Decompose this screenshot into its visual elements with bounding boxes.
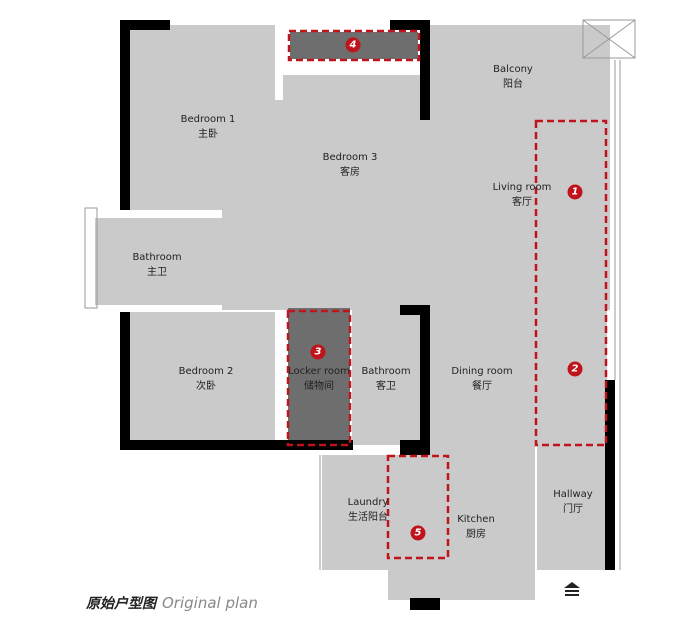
entrance-arrow-icon xyxy=(564,582,580,596)
markup-boxes xyxy=(286,29,608,560)
hallway-floor xyxy=(537,445,607,570)
plan-caption: 原始户型图 Original plan xyxy=(86,593,258,613)
bedroom-2-floor xyxy=(130,312,275,445)
marker-5: 5 xyxy=(410,525,426,541)
marker-3: 3 xyxy=(310,344,326,360)
main-bathroom-floor xyxy=(95,218,222,305)
locker-room-highlight xyxy=(288,308,350,445)
caption-en: Original plan xyxy=(162,594,258,612)
marker-1: 1 xyxy=(567,184,583,200)
living-floor xyxy=(275,100,610,310)
markup-box-5 xyxy=(386,454,450,560)
corridor-floor xyxy=(222,210,282,310)
marker-4: 4 xyxy=(345,37,361,53)
guest-bathroom-floor xyxy=(352,310,420,445)
markup-box-3 xyxy=(286,309,352,447)
caption-zh: 原始户型图 xyxy=(86,596,156,612)
laundry-floor xyxy=(322,455,388,570)
kitchen-floor xyxy=(388,455,525,600)
markup-box-4 xyxy=(287,29,421,62)
walls xyxy=(120,20,615,610)
floor-areas xyxy=(95,25,610,600)
marker-2: 2 xyxy=(567,361,583,377)
markup-box-1-2 xyxy=(534,119,608,447)
thin-walls xyxy=(84,19,636,570)
bedroom-1-floor xyxy=(130,25,275,210)
